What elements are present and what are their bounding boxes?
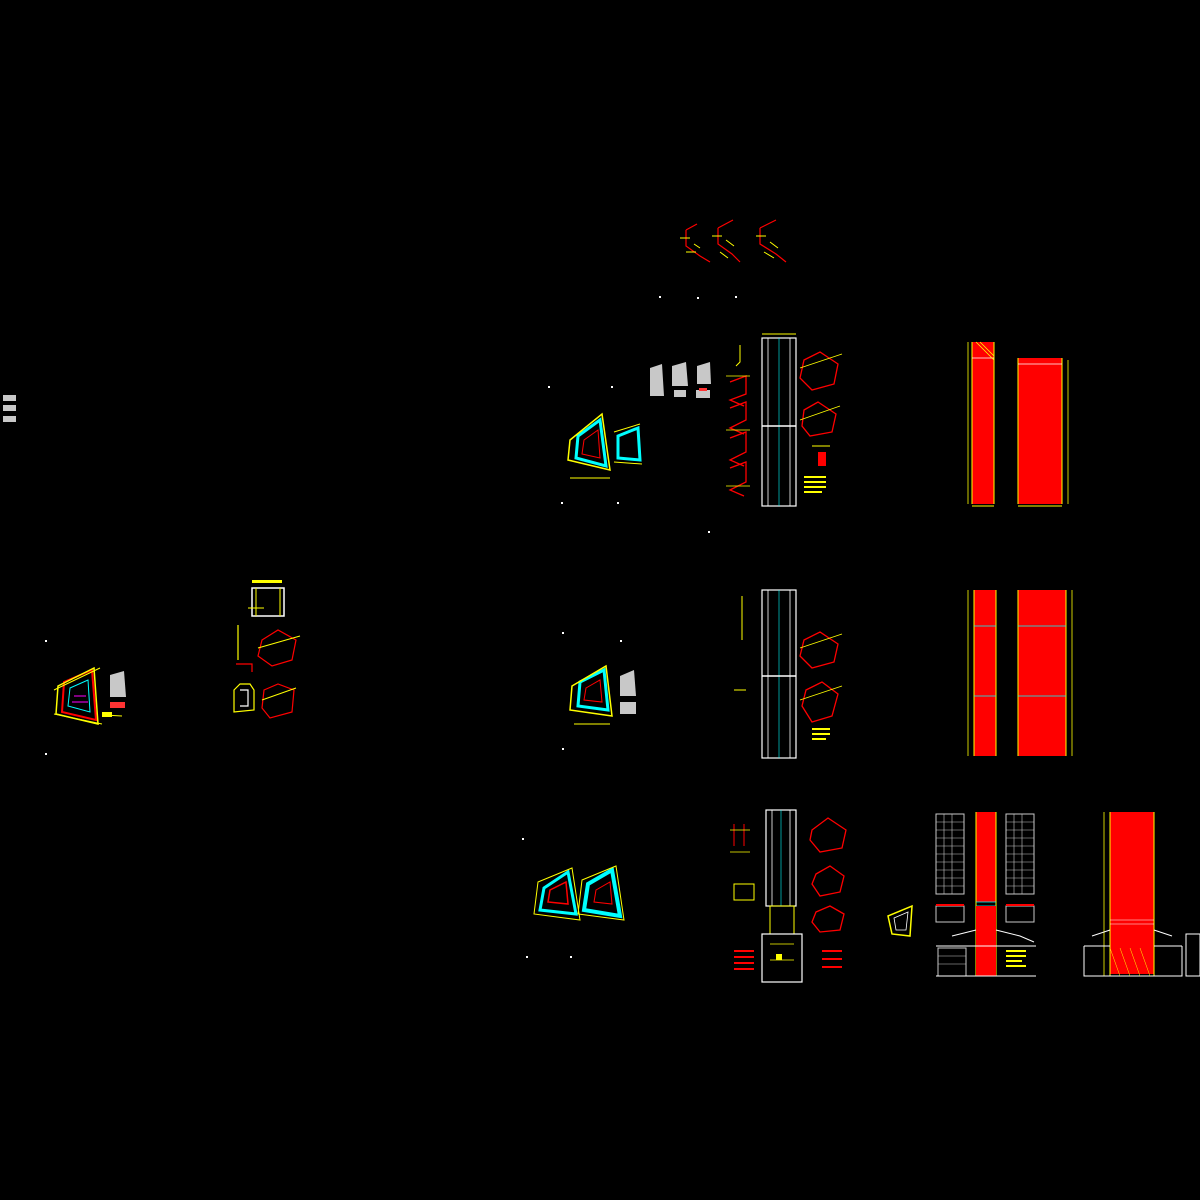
left-detail-box xyxy=(248,580,285,617)
rebar-bend-details xyxy=(659,219,787,299)
center-cross-section-row2 xyxy=(569,664,613,725)
center-cross-sections-row3 xyxy=(533,865,625,921)
small-trapezoid-section xyxy=(887,904,913,937)
rebar-layout-row3-right xyxy=(1083,812,1200,977)
pier-elevation-row3 xyxy=(730,809,847,983)
center-cross-section-row1 xyxy=(567,412,643,479)
center-mini-elevations-row1 xyxy=(650,362,711,398)
center-mini-elevation-row2 xyxy=(620,670,636,714)
left-cross-section xyxy=(53,666,103,725)
rebar-row3-notes xyxy=(1006,950,1026,967)
pier-row2-notes xyxy=(812,728,830,740)
left-group-marks xyxy=(45,640,47,755)
rebar-schedule-tables xyxy=(935,813,1035,977)
pier-row1-notes xyxy=(804,476,826,493)
left-pier-elevation-mini xyxy=(102,671,126,717)
pier-elevation-row1 xyxy=(726,333,843,507)
rebar-layout-row3-mid xyxy=(936,812,1036,977)
rebar-layout-row1 xyxy=(967,341,1069,507)
left-legend-blocks xyxy=(3,395,16,422)
center-marks xyxy=(522,386,710,958)
rebar-layout-row2 xyxy=(967,590,1073,756)
left-rebar-details xyxy=(233,625,301,719)
pier-elevation-row2 xyxy=(734,589,843,759)
pier-row3-bar-marks xyxy=(734,950,842,970)
